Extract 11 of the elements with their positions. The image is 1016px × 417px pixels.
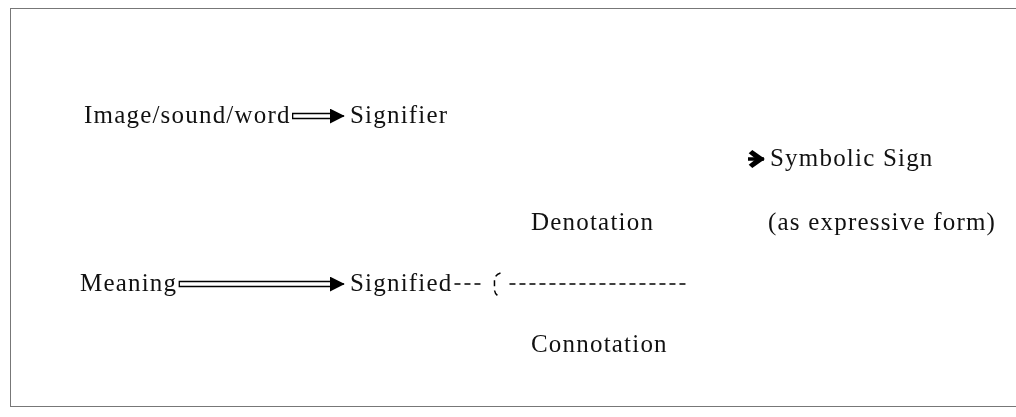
concept-text: Denotation <box>531 208 655 236</box>
concept-text: Signified <box>350 269 453 297</box>
double-line-arrow <box>292 108 345 124</box>
concept-text: Connotation <box>531 330 668 358</box>
double-line-arrow <box>178 276 345 292</box>
dashed-branch-line <box>453 272 687 298</box>
concept-text: Meaning <box>80 269 178 297</box>
note-text: (as expressive form) <box>768 208 997 236</box>
concept-text: Symbolic Sign <box>770 144 934 172</box>
concept-text: Signifier <box>350 101 449 129</box>
sign-component-text: Image/sound/word <box>84 101 291 129</box>
